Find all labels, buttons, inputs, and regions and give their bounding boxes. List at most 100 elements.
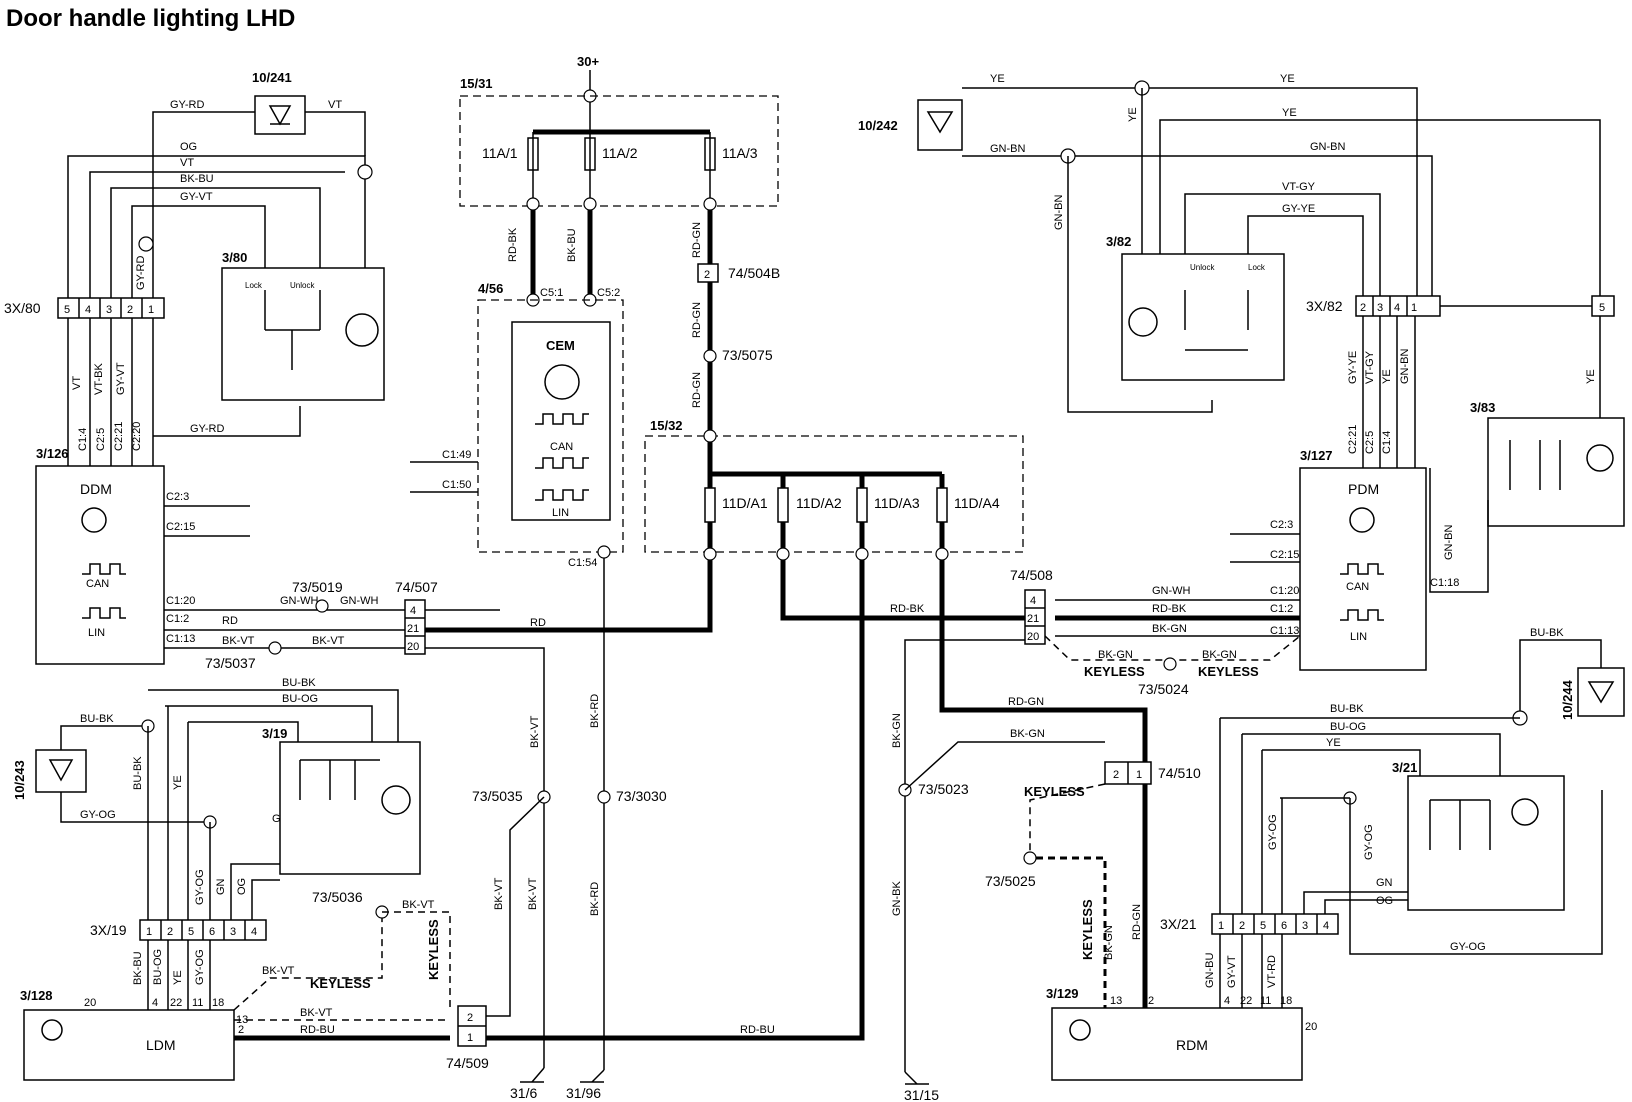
cem-module <box>511 321 611 521</box>
svg-text:C2:20: C2:20 <box>131 422 143 451</box>
svg-text:RD-GN: RD-GN <box>1008 696 1044 708</box>
svg-text:C5:2: C5:2 <box>597 287 620 299</box>
svg-text:GN-BN: GN-BN <box>1053 195 1065 231</box>
svg-text:BK-VT: BK-VT <box>222 635 255 647</box>
svg-text:Unlock: Unlock <box>1190 263 1215 272</box>
splice-73-5024: 73/5024 <box>1138 681 1189 697</box>
svg-text:GN-WH: GN-WH <box>340 595 379 607</box>
svg-text:1: 1 <box>1136 769 1142 781</box>
svg-text:C1:18: C1:18 <box>1430 577 1459 589</box>
svg-text:2: 2 <box>1239 920 1245 932</box>
svg-text:VT-GY: VT-GY <box>1282 181 1316 193</box>
svg-text:CAN: CAN <box>550 441 573 453</box>
svg-text:20: 20 <box>1027 631 1039 643</box>
ldm-name: LDM <box>146 1037 176 1053</box>
svg-text:5: 5 <box>64 304 70 316</box>
svg-text:GN-BN: GN-BN <box>1443 525 1455 561</box>
svg-text:VT: VT <box>328 99 342 111</box>
svg-text:BK-VT: BK-VT <box>529 715 541 748</box>
svg-text:3/21: 3/21 <box>1392 760 1417 775</box>
svg-text:GY-YE: GY-YE <box>1347 351 1359 384</box>
svg-text:RD: RD <box>222 615 238 627</box>
svg-text:C1:50: C1:50 <box>442 479 471 491</box>
svg-text:2: 2 <box>704 269 710 281</box>
fuse-11d-a1: 11D/A1 <box>704 442 768 552</box>
svg-text:1: 1 <box>1218 920 1224 932</box>
svg-text:C1:13: C1:13 <box>166 633 195 645</box>
svg-text:31/6: 31/6 <box>510 1085 537 1101</box>
svg-text:3/126: 3/126 <box>36 446 69 461</box>
ground-31-96: 31/96 <box>566 1069 605 1101</box>
svg-text:YE: YE <box>1282 107 1297 119</box>
svg-text:GN-WH: GN-WH <box>1152 585 1191 597</box>
svg-text:74/508: 74/508 <box>1010 567 1053 583</box>
svg-text:3/129: 3/129 <box>1046 986 1079 1001</box>
svg-text:GY-OG: GY-OG <box>80 809 116 821</box>
svg-text:3: 3 <box>1302 920 1308 932</box>
svg-text:VT-GY: VT-GY <box>1364 350 1376 384</box>
svg-text:BK-GN: BK-GN <box>1103 925 1115 960</box>
svg-text:C2:15: C2:15 <box>166 521 195 533</box>
svg-text:RD: RD <box>530 617 546 629</box>
fusebox-15-31-ref: 15/31 <box>460 76 493 91</box>
svg-text:BK-GN: BK-GN <box>1202 649 1237 661</box>
svg-text:18: 18 <box>1280 995 1292 1007</box>
svg-text:21: 21 <box>1027 613 1039 625</box>
switch-3-83: 3/83 <box>1470 400 1625 527</box>
svg-text:11D/A1: 11D/A1 <box>722 495 768 511</box>
svg-text:GY-VT: GY-VT <box>180 191 213 203</box>
svg-text:RD-BK: RD-BK <box>1152 603 1187 615</box>
connector-74-509: 2 1 74/509 <box>446 1005 489 1071</box>
connector-74-507: 4 21 20 74/507 <box>395 579 438 655</box>
svg-text:GY-OG: GY-OG <box>1363 824 1375 860</box>
svg-text:GN-BN: GN-BN <box>990 143 1026 155</box>
svg-text:BK-BU: BK-BU <box>180 173 214 185</box>
svg-text:YE: YE <box>172 775 184 790</box>
splice-73-5019: 73/5019 <box>292 579 343 595</box>
supply-label: 30+ <box>577 54 599 69</box>
svg-text:GN: GN <box>1376 877 1393 889</box>
svg-text:20: 20 <box>407 641 419 653</box>
svg-text:BK-VT: BK-VT <box>312 635 345 647</box>
svg-text:Unlock: Unlock <box>290 281 315 290</box>
svg-text:11: 11 <box>192 997 203 1009</box>
splice-73-5036: 73/5036 <box>312 889 363 905</box>
svg-text:20: 20 <box>84 997 96 1009</box>
svg-text:BK-BU: BK-BU <box>132 951 144 985</box>
svg-text:4/56: 4/56 <box>478 281 503 296</box>
svg-text:3X/82: 3X/82 <box>1306 298 1343 314</box>
svg-text:BK-RD: BK-RD <box>589 694 601 728</box>
svg-text:GN-BU: GN-BU <box>1204 953 1216 989</box>
svg-text:Lock: Lock <box>245 281 263 290</box>
svg-text:C2:21: C2:21 <box>113 422 125 451</box>
svg-text:C1:4: C1:4 <box>1381 431 1393 454</box>
svg-text:KEYLESS: KEYLESS <box>1198 664 1259 679</box>
svg-text:1: 1 <box>1411 302 1417 314</box>
svg-text:C2:5: C2:5 <box>1364 431 1376 454</box>
svg-text:3/127: 3/127 <box>1300 448 1333 463</box>
svg-text:BK-BU: BK-BU <box>566 228 578 262</box>
svg-text:BU-BK: BU-BK <box>1530 627 1564 639</box>
svg-text:13: 13 <box>236 1014 248 1026</box>
svg-text:2: 2 <box>467 1012 473 1024</box>
svg-text:18: 18 <box>212 997 224 1009</box>
svg-text:4: 4 <box>1224 995 1230 1007</box>
svg-text:BK-GN: BK-GN <box>891 713 903 748</box>
svg-text:BU-OG: BU-OG <box>282 693 318 705</box>
switch-3-82: 3/82 Unlock Lock <box>1106 234 1285 381</box>
svg-text:4: 4 <box>85 304 91 316</box>
svg-text:22: 22 <box>1240 995 1252 1007</box>
svg-text:11D/A4: 11D/A4 <box>954 495 1000 511</box>
svg-text:15/32: 15/32 <box>650 418 683 433</box>
svg-text:1: 1 <box>467 1032 473 1044</box>
fuse-11d-a2: 11D/A2 <box>777 474 842 552</box>
svg-text:BK-VT: BK-VT <box>493 877 505 910</box>
svg-text:3/83: 3/83 <box>1470 400 1495 415</box>
svg-text:BK-GN: BK-GN <box>1152 623 1187 635</box>
svg-text:4: 4 <box>1394 302 1400 314</box>
svg-text:10/241: 10/241 <box>252 70 292 85</box>
svg-text:KEYLESS: KEYLESS <box>1080 899 1095 960</box>
svg-text:YE: YE <box>1381 369 1393 384</box>
switch-3-21: 3/21 <box>1392 760 1565 911</box>
